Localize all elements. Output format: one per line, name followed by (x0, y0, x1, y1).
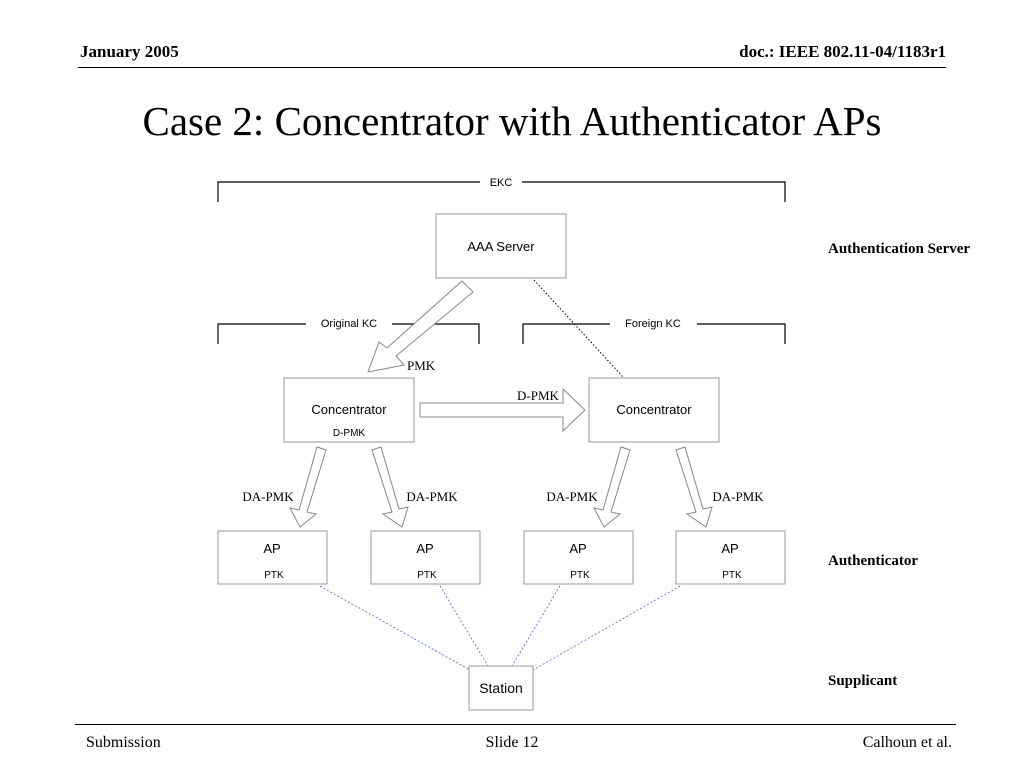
ap-label-1: AP (263, 541, 280, 556)
ap-station-link-2 (439, 585, 489, 667)
station-box (468, 665, 534, 711)
label-authentication-server: Authentication Server (828, 241, 971, 257)
aaa-server-box (435, 213, 567, 279)
ap-sublabel-3: PTK (570, 570, 590, 581)
concentrator-foreign-box (588, 377, 720, 443)
ap-sublabel-4: PTK (722, 570, 742, 581)
ekc-bracket (217, 181, 786, 202)
da-pmk-label-2: DA-PMK (406, 489, 458, 504)
da-pmk-label-1: DA-PMK (242, 489, 294, 504)
foreign-kc-bracket (522, 323, 786, 344)
da-pmk-arrow-3 (593, 446, 631, 528)
concentrator-original-label: Concentrator (311, 402, 387, 417)
ap-box-2 (370, 530, 481, 585)
ap-label-3: AP (569, 541, 586, 556)
station-label: Station (479, 680, 523, 696)
header-rule (78, 67, 946, 68)
concentrator-original-box (283, 377, 415, 443)
aaa-server-label: AAA Server (467, 239, 535, 254)
concentrator-foreign-label: Concentrator (616, 402, 692, 417)
da-pmk-label-4: DA-PMK (712, 489, 764, 504)
concentrator-original-sublabel: D-PMK (333, 428, 366, 439)
ap-box-3 (523, 530, 634, 585)
pmk-arrow (367, 280, 474, 373)
ekc-label: EKC (490, 177, 513, 189)
original-kc-label: Original KC (321, 318, 377, 330)
footer-submission: Submission (86, 734, 161, 751)
ap-station-link-4 (532, 585, 681, 671)
da-pmk-arrow-4 (675, 446, 713, 528)
ap-sublabel-1: PTK (264, 570, 284, 581)
footer-slide-number: Slide 12 (485, 734, 539, 751)
ap-station-link-1 (319, 585, 471, 671)
ap-box-4 (675, 530, 786, 585)
ap-sublabel-2: PTK (417, 570, 437, 581)
header-doc-id: doc.: IEEE 802.11-04/1183r1 (739, 42, 946, 61)
d-pmk-label: D-PMK (517, 388, 560, 403)
ap-label-4: AP (721, 541, 738, 556)
label-supplicant: Supplicant (828, 673, 898, 689)
d-pmk-arrow (419, 387, 586, 433)
aaa-foreign-link (533, 279, 624, 378)
ap-label-2: AP (416, 541, 433, 556)
footer-authors: Calhoun et al. (862, 734, 952, 751)
da-pmk-arrow-1 (289, 446, 327, 528)
ap-box-1 (217, 530, 328, 585)
footer-rule (75, 724, 956, 725)
foreign-kc-label: Foreign KC (625, 318, 681, 330)
header-date: January 2005 (80, 42, 179, 61)
pmk-label: PMK (407, 358, 436, 373)
da-pmk-arrow-2 (371, 446, 409, 528)
slide-title: Case 2: Concentrator with Authenticator … (142, 98, 882, 144)
ap-station-link-3 (511, 585, 561, 667)
da-pmk-label-3: DA-PMK (546, 489, 598, 504)
label-authenticator: Authenticator (828, 553, 918, 569)
